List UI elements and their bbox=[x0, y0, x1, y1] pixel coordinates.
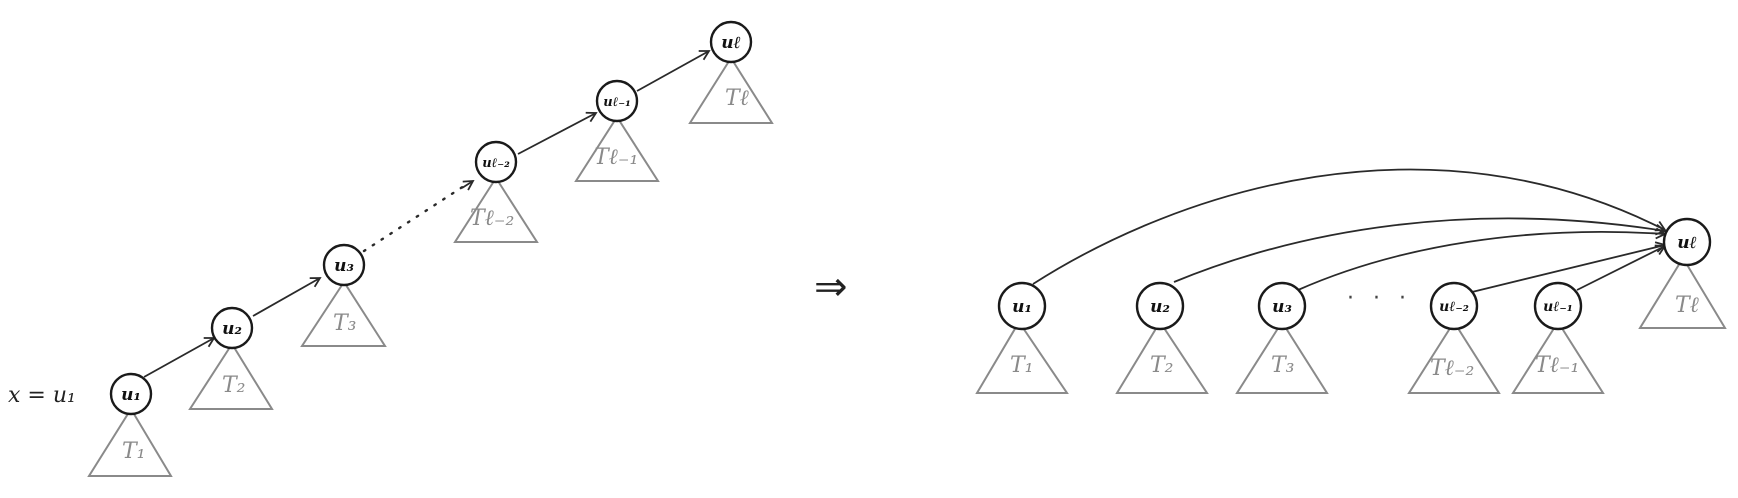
edge-u2-u3 bbox=[252, 277, 322, 317]
tree-label: T₂ bbox=[1150, 353, 1174, 378]
left-node-u2: T₂ u₂ bbox=[188, 306, 274, 410]
tree-label: T₁ bbox=[1010, 353, 1034, 378]
node-label: u₂ bbox=[1150, 297, 1170, 317]
node-circle bbox=[1429, 281, 1479, 331]
node-label: uℓ₋₂ bbox=[482, 156, 510, 171]
node-circle bbox=[109, 372, 153, 416]
edge-u1-u2 bbox=[143, 337, 216, 378]
tree-label: T₃ bbox=[1271, 353, 1295, 378]
tree-triangle bbox=[1511, 320, 1605, 394]
edge-u2-ul bbox=[1173, 217, 1667, 283]
node-circle bbox=[709, 20, 753, 64]
tree-triangle bbox=[1407, 320, 1501, 394]
node-label: u₃ bbox=[1272, 297, 1292, 317]
tree-triangle bbox=[87, 407, 173, 477]
left-node-ul1: Tℓ₋₁ uℓ₋₁ bbox=[574, 79, 660, 182]
edge-ul1-ul bbox=[636, 50, 711, 92]
right-node-u1: T₁ u₁ bbox=[975, 281, 1069, 394]
node-circle bbox=[997, 281, 1047, 331]
edge-u3-ul bbox=[1297, 227, 1667, 291]
tree-triangle bbox=[1638, 256, 1727, 329]
edge-arrowhead-ul2 bbox=[461, 180, 475, 191]
tree-label: Tℓ₋₂ bbox=[1430, 356, 1474, 381]
tree-triangle bbox=[188, 342, 274, 410]
tree-label: T₃ bbox=[333, 311, 357, 336]
node-circle bbox=[322, 243, 366, 287]
tree-triangle bbox=[1115, 320, 1209, 394]
left-node-u1: T₁ u₁ bbox=[87, 372, 173, 477]
x-equals-u1-label: x = u₁ bbox=[8, 383, 76, 408]
right-compressed-diagram: · · · T₁ u₁ T₂ u₂ T₃ u₃ Tℓ₋₂ uℓ₋₂ bbox=[975, 168, 1727, 394]
edge-ul2-ul1 bbox=[517, 111, 598, 155]
dotted-edge-u3-ul2 bbox=[362, 184, 466, 253]
right-node-ul1: Tℓ₋₁ uℓ₋₁ bbox=[1511, 281, 1605, 394]
node-circle bbox=[1135, 281, 1185, 331]
node-circle bbox=[210, 306, 254, 350]
tree-label: T₂ bbox=[222, 373, 246, 398]
edge-ul1-ul bbox=[1576, 244, 1667, 291]
edge-u1-ul bbox=[1032, 168, 1667, 285]
ellipsis: · · · bbox=[1347, 286, 1412, 311]
edge-ul2-ul bbox=[1471, 241, 1667, 293]
node-label: uℓ₋₂ bbox=[1439, 299, 1469, 315]
node-label: u₁ bbox=[121, 385, 141, 405]
tree-triangle bbox=[300, 280, 387, 347]
node-label: uℓ₋₁ bbox=[1543, 299, 1573, 315]
left-path-diagram: x = u₁ T₁ u₁ T₂ u₂ T₃ u₃ bbox=[8, 20, 774, 477]
tree-triangle bbox=[1235, 320, 1329, 394]
implies-arrow: ⇒ bbox=[814, 264, 848, 310]
tree-triangle bbox=[453, 176, 539, 243]
right-root-ul: Tℓ uℓ bbox=[1638, 217, 1727, 329]
tree-triangle bbox=[688, 56, 774, 124]
node-label: uℓ bbox=[721, 33, 741, 53]
left-node-ul2: Tℓ₋₂ uℓ₋₂ bbox=[453, 140, 539, 243]
node-circle bbox=[595, 79, 639, 123]
tree-label: T₁ bbox=[122, 439, 146, 464]
right-node-u2: T₂ u₂ bbox=[1115, 281, 1209, 394]
node-label: uℓ bbox=[1677, 233, 1697, 253]
node-circle bbox=[474, 140, 518, 184]
node-circle bbox=[1662, 217, 1712, 267]
node-label: u₂ bbox=[222, 319, 242, 339]
tree-label: Tℓ₋₂ bbox=[470, 206, 514, 231]
node-label: uℓ₋₁ bbox=[603, 95, 631, 110]
right-node-u3: T₃ u₃ bbox=[1235, 281, 1329, 394]
right-node-ul2: Tℓ₋₂ uℓ₋₂ bbox=[1407, 281, 1501, 394]
tree-label: Tℓ bbox=[1675, 293, 1700, 318]
node-circle bbox=[1533, 281, 1583, 331]
node-label: u₃ bbox=[334, 256, 354, 276]
tree-label: Tℓ₋₁ bbox=[1535, 353, 1579, 378]
left-node-u3: T₃ u₃ bbox=[300, 243, 387, 347]
node-label: u₁ bbox=[1012, 297, 1032, 317]
tree-triangle bbox=[975, 320, 1069, 394]
tree-triangle bbox=[574, 115, 660, 182]
left-node-ul: Tℓ uℓ bbox=[688, 20, 774, 124]
tree-label: Tℓ₋₁ bbox=[594, 145, 638, 170]
node-circle bbox=[1257, 281, 1307, 331]
tree-label: Tℓ bbox=[725, 86, 750, 111]
